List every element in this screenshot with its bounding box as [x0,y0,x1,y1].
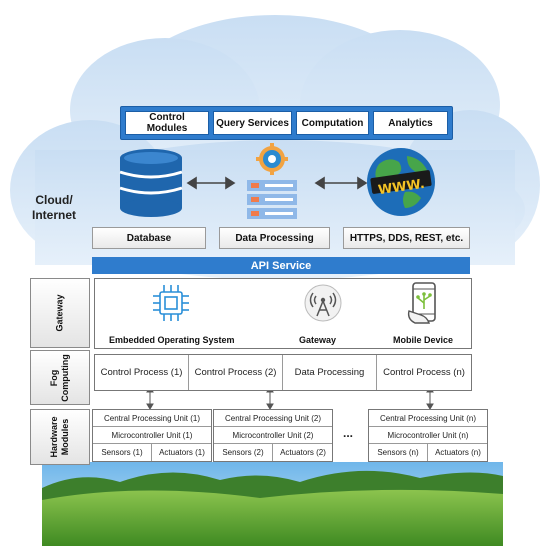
query-services-box: Query Services [213,111,292,135]
hardware-group: Central Processing Unit (2) Microcontrol… [213,409,333,462]
protocols-label-box: HTTPS, DDS, REST, etc. [343,227,470,249]
io-row: Sensors (n) Actuators (n) [369,444,487,461]
hardware-group: Central Processing Unit (n) Microcontrol… [368,409,488,462]
database-label-box: Database [92,227,206,249]
gateway-layer-label: Gateway [30,278,90,348]
control-modules-box: Control Modules [125,111,209,135]
data-processing-label-box: Data Processing [219,227,330,249]
io-row: Sensors (2) Actuators (2) [214,444,332,461]
chip-icon [153,285,189,321]
fog-cell: Control Process (1) [95,355,189,390]
io-row: Sensors (1) Actuators (1) [93,444,211,461]
sensors-cell: Sensors (n) [369,444,428,461]
antenna-icon [304,284,342,322]
hardware-layer-text: Hardware Modules [49,416,70,458]
landscape [42,462,503,546]
hardware-group: Central Processing Unit (1) Microcontrol… [92,409,212,462]
fog-cell: Control Process (n) [383,367,465,378]
fog-layer-text: Fog Computing [49,353,70,402]
hardware-layer-label: Hardware Modules [30,409,90,465]
services-strip: Control Modules Query Services Computati… [120,106,453,140]
mobile-device-label: Mobile Device [393,335,454,345]
actuators-cell: Actuators (2) [280,448,326,457]
api-service-bar: API Service [92,257,470,274]
database-icon [119,149,183,217]
embedded-os-label: Embedded Operating System [109,335,235,345]
www-globe-icon [367,148,435,216]
sensors-cell: Sensors (2) [214,444,273,461]
fog-row: Control Process (1) Control Process (2) … [94,354,472,391]
actuators-cell: Actuators (1) [159,448,205,457]
cpu-row: Central Processing Unit (1) [93,410,211,427]
cloud-internet-label: Cloud/ Internet [31,193,76,222]
fog-layer-label: Fog Computing [30,350,90,405]
mcu-row: Microcontroller Unit (2) [214,427,332,444]
gateway-label: Gateway [299,335,337,345]
mobile-device-icon [407,282,436,324]
cpu-row: Central Processing Unit (n) [369,410,487,427]
gateway-panel: Embedded Operating System Gateway Mobile… [94,278,472,349]
mcu-row: Microcontroller Unit (1) [93,427,211,444]
ellipsis: ... [343,426,354,440]
cpu-row: Central Processing Unit (2) [214,410,332,427]
gateway-layer-text: Gateway [54,294,65,332]
fog-cell: Control Process (2) [189,355,283,390]
data-processing-icon [247,143,297,219]
fog-cell: Data Processing [283,355,377,390]
computation-box: Computation [296,111,369,135]
mcu-row: Microcontroller Unit (n) [369,427,487,444]
sensors-cell: Sensors (1) [93,444,152,461]
actuators-cell: Actuators (n) [435,448,481,457]
analytics-box: Analytics [373,111,448,135]
